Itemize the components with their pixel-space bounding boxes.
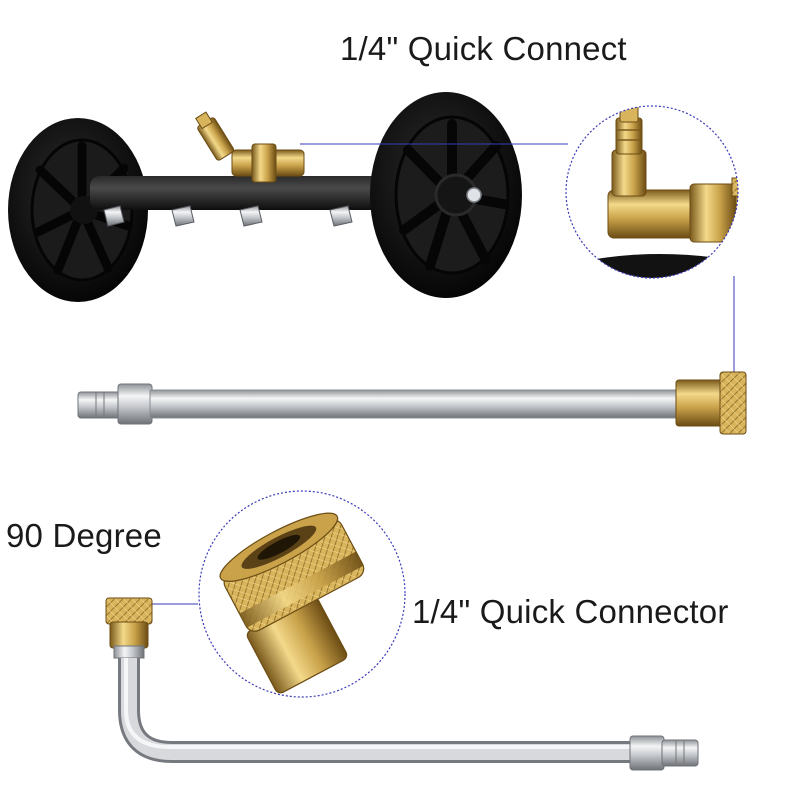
zoom-detail-coupler [198,490,406,698]
right-wheel [370,92,522,298]
zoom-detail-swivel [565,105,739,279]
swivel-inlet-fitting [195,111,305,183]
label-quick-connect: 1/4" Quick Connect [340,30,627,67]
undercarriage-cleaner [8,92,522,302]
ninety-degree-wand [105,597,699,771]
spray-nozzles [103,205,353,227]
straight-extension-wand [77,371,747,435]
label-ninety-degree: 90 Degree [6,517,162,554]
spray-bar [90,176,410,210]
label-quick-connector: 1/4" Quick Connector [412,593,729,630]
